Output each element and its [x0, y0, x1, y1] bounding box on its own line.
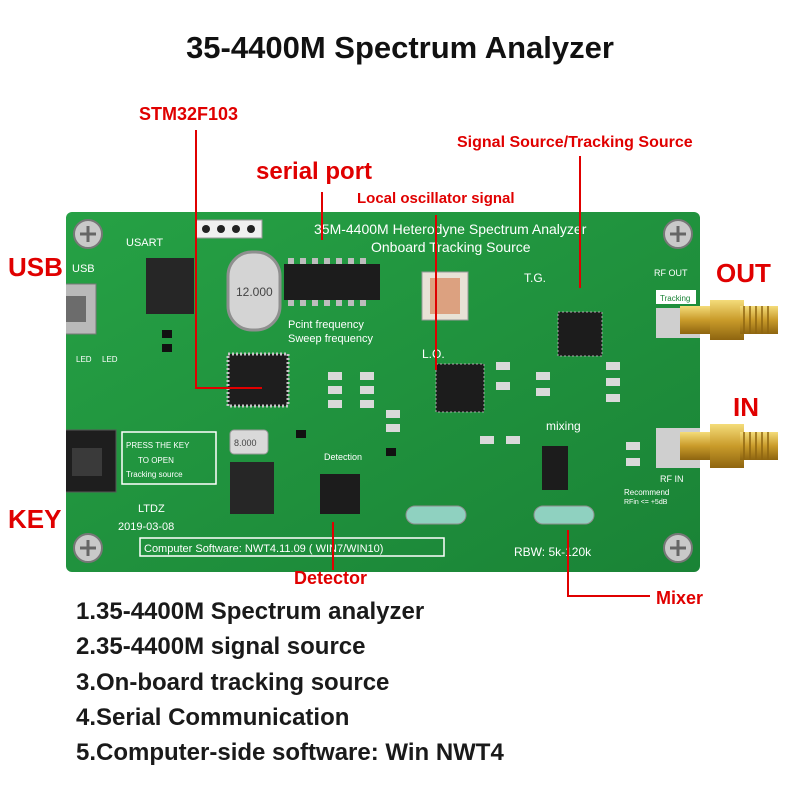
callout-signal-source: Signal Source/Tracking Source — [457, 134, 693, 151]
usart-header — [195, 219, 263, 239]
lo-chip — [435, 363, 485, 413]
crystal — [226, 250, 282, 332]
mcu-chip — [226, 352, 290, 408]
feature-5: 5.Computer-side software: Win NWT4 — [76, 739, 504, 766]
led-silk-1: LED — [76, 355, 92, 364]
feature-2: 2.35-4400M signal source — [76, 633, 366, 660]
serial-chip — [284, 264, 380, 300]
detection-silk: Detection — [324, 452, 362, 462]
point-frequency-silk: Pcint frequency — [288, 319, 364, 331]
tracking-silk: Tracking — [660, 294, 690, 303]
smd-caps — [162, 330, 396, 456]
feature-4: 4.Serial Communication — [76, 704, 350, 731]
key-note-3: Tracking source — [126, 470, 183, 479]
key-note-2: TO OPEN — [138, 456, 174, 465]
callout-detector: Detector — [294, 568, 368, 588]
feature-3: 3.On-board tracking source — [76, 669, 390, 696]
callout-lo-signal: Local oscillator signal — [357, 190, 515, 207]
lo-silk: L.O. — [422, 347, 445, 361]
key-note-1: PRESS THE KEY — [126, 441, 190, 450]
board-heading-1: 35M-4400M Heterodyne Spectrum Analyzer — [314, 221, 587, 237]
sma-out-connector — [680, 300, 778, 340]
date-silk: 2019-03-08 — [118, 521, 174, 533]
callout-mixer: Mixer — [656, 588, 704, 608]
page-title: 35-4400M Spectrum Analyzer — [186, 30, 614, 65]
voltage-regulator — [146, 258, 194, 314]
mixer-chip — [542, 446, 568, 490]
software-silk: Computer Software: NWT4.11.09 ( WIN7/WIN… — [144, 543, 383, 555]
mixing-silk: mixing — [546, 419, 581, 433]
ltdz-silk: LTDZ — [138, 503, 165, 515]
board-heading-2: Onboard Tracking Source — [371, 239, 531, 255]
tg-chip — [557, 311, 603, 357]
inductor-1 — [405, 505, 467, 525]
led-silk-2: LED — [102, 355, 118, 364]
callout-key: KEY — [8, 504, 62, 534]
usart-silk: USART — [126, 237, 163, 249]
feature-1: 1.35-4400M Spectrum analyzer — [76, 598, 425, 625]
recommend-silk-1: Recommend — [624, 488, 669, 497]
inductor-2 — [533, 505, 595, 525]
smd-components — [328, 362, 640, 466]
crystal2-label: 8.000 — [234, 438, 257, 448]
sweep-frequency-silk: Sweep frequency — [288, 333, 373, 345]
pcb-surface — [66, 212, 700, 572]
callout-serial-port: serial port — [256, 158, 373, 185]
ldo-regulator — [230, 462, 274, 514]
callout-usb: USB — [8, 252, 63, 282]
crystal-label: 12.000 — [236, 285, 273, 299]
pcb-board: 35M-4400M Heterodyne Spectrum Analyzer O… — [66, 212, 700, 572]
rf-in-silk: RF IN — [660, 474, 684, 484]
callout-mcu: STM32F103 — [139, 104, 239, 124]
rbw-silk: RBW: 5k-120k — [514, 545, 592, 559]
sma-in-connector — [680, 424, 778, 468]
rf-out-silk: RF OUT — [654, 268, 688, 278]
detector-chip — [320, 474, 360, 514]
tg-silk: T.G. — [524, 271, 546, 285]
tracking-box — [656, 290, 696, 304]
callout-out: OUT — [716, 258, 771, 288]
callout-in: IN — [733, 392, 759, 422]
usb-silk: USB — [72, 263, 95, 275]
recommend-silk-2: RFin <= +5dB — [624, 499, 668, 506]
